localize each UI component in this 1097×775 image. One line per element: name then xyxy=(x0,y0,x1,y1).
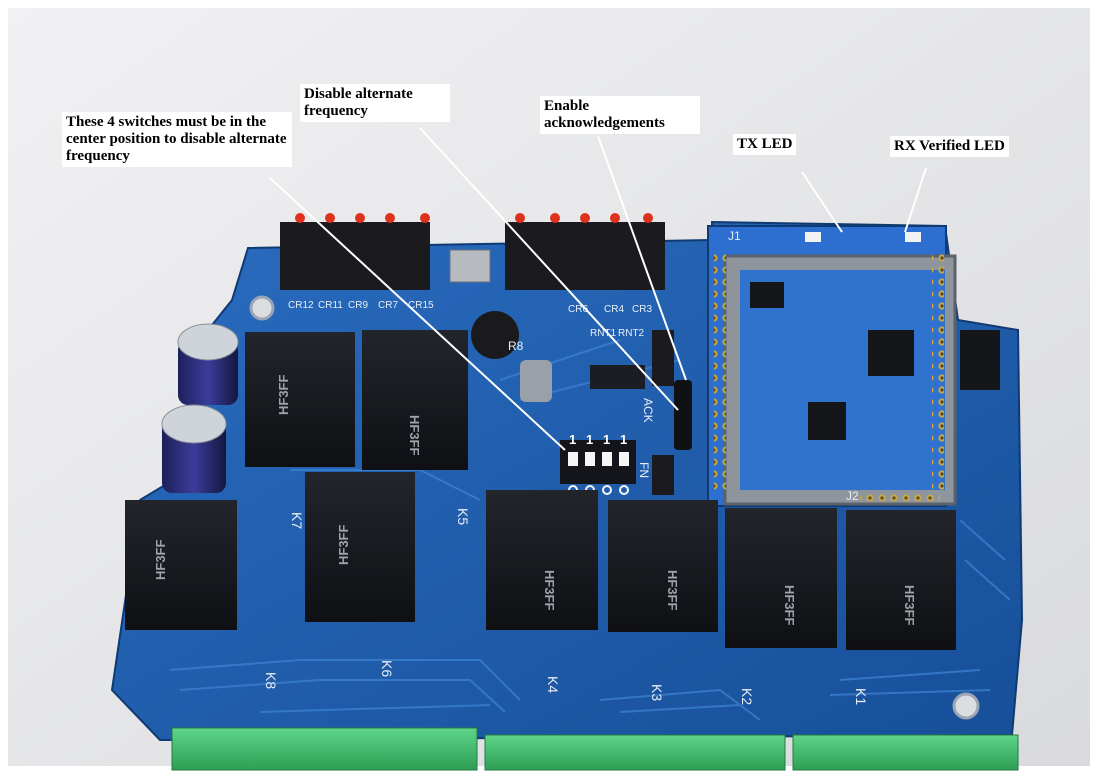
ic-chip xyxy=(590,365,645,389)
callout-lines xyxy=(269,127,927,451)
callout-switches-note: These 4 switches must be in the center p… xyxy=(62,112,292,167)
silk-cr6: CR6 xyxy=(568,304,588,315)
relay-k5 xyxy=(362,330,468,470)
silk-fn: FN xyxy=(637,462,651,478)
label-k8: K8 xyxy=(263,672,279,689)
silk-cr4: CR4 xyxy=(604,304,624,315)
label-k1: K1 xyxy=(853,688,869,705)
dip-number-3: 1 xyxy=(603,432,610,447)
dip-number-1: 1 xyxy=(569,432,576,447)
silk-r8: R8 xyxy=(508,339,524,353)
relay-k7 xyxy=(245,332,355,467)
relay-k3 xyxy=(608,500,718,632)
silk-cr15: CR15 xyxy=(408,300,434,311)
dip-number-2: 1 xyxy=(586,432,593,447)
label-k7: K7 xyxy=(289,512,305,529)
relay-k8 xyxy=(125,500,237,630)
callout-rx-verified-led: RX Verified LED xyxy=(890,136,1009,157)
label-k2: K2 xyxy=(739,688,755,705)
relay-brand-k1: HF3FF xyxy=(902,585,917,626)
relay-k6 xyxy=(305,472,415,622)
top-connectors xyxy=(280,213,665,290)
relay-brand-k8: HF3FF xyxy=(153,540,168,581)
silk-cr7: CR7 xyxy=(378,300,398,311)
silk-cr12: CR12 xyxy=(288,300,314,311)
silk-j1: J1 xyxy=(728,229,741,243)
callout-disable-alt-frequency: Disable alternate frequency xyxy=(300,84,450,122)
relay-k4 xyxy=(486,490,598,630)
label-k4: K4 xyxy=(545,676,561,693)
silk-rnt1: RNT1 xyxy=(590,328,617,339)
relay-brand-k3: HF3FF xyxy=(665,570,680,611)
silk-ack: ACK xyxy=(641,398,655,423)
label-k6: K6 xyxy=(379,660,395,677)
callout-tx-led: TX LED xyxy=(733,134,797,155)
silk-cr11: CR11 xyxy=(318,300,343,311)
relay-brand-k5: HF3FF xyxy=(407,415,422,456)
dip-number-4: 1 xyxy=(620,432,627,447)
label-k3: K3 xyxy=(649,684,665,701)
jumper-headers xyxy=(652,330,692,495)
silk-rnt2: RNT2 xyxy=(618,328,645,339)
silk-cr3: CR3 xyxy=(632,304,652,315)
callout-enable-acknowledgements: Enable acknowledgements xyxy=(540,96,700,134)
silk-cr9: CR9 xyxy=(348,300,368,311)
terminal-blocks xyxy=(171,727,1019,771)
wireless-module xyxy=(707,225,1000,507)
relay-brand-k2: HF3FF xyxy=(782,585,797,626)
dip-switch xyxy=(560,440,636,495)
relays xyxy=(125,330,956,650)
relay-k1 xyxy=(846,510,956,650)
relay-brand-k7: HF3FF xyxy=(276,375,291,416)
relay-k2 xyxy=(725,508,837,648)
relay-brand-k6: HF3FF xyxy=(336,525,351,566)
capacitors xyxy=(161,311,552,493)
label-k5: K5 xyxy=(455,508,471,525)
silk-j2: J2 xyxy=(846,489,859,503)
relay-brand-k4: HF3FF xyxy=(542,570,557,611)
